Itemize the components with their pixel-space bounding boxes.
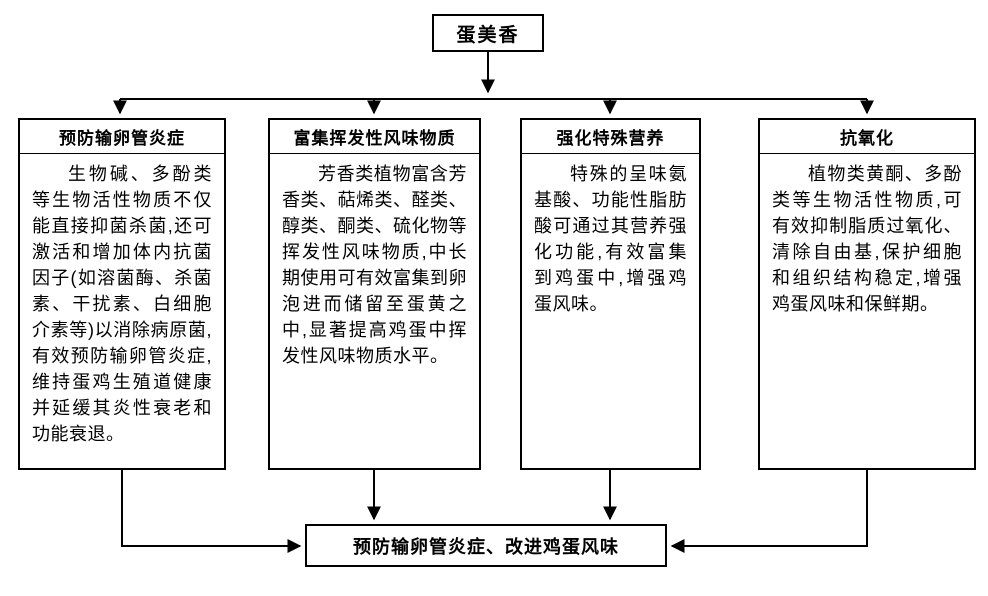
branch-body: 植物类黄酮、多酚类等生物活性物质,可有效抑制脂质过氧化、清除自由基,保护细胞和组… [772,164,962,314]
branch-box-oviduct-inflammation: 预防输卵管炎症 生物碱、多酚类等生物活性物质不仅能直接抑菌杀菌,还可激活和增加体… [18,118,226,470]
root-node: 蛋美香 [432,14,544,52]
branch-body: 芳香类植物富含芳香类、萜烯类、醛类、醇类、酮类、硫化物等挥发性风味物质,中长期使… [282,164,467,366]
branch-title: 强化特殊营养 [522,120,699,154]
branch-body: 生物碱、多酚类等生物活性物质不仅能直接抑菌杀菌,还可激活和增加体内抗菌因子(如溶… [32,164,212,444]
arrow-branch-1-to-outcome [121,470,302,553]
arrow-branch-4-to-outcome [670,470,868,553]
outcome-node-label: 预防输卵管炎症、改进鸡蛋风味 [353,536,619,557]
branch-title: 富集挥发性风味物质 [270,120,479,154]
branch-box-special-nutrition: 强化特殊营养 特殊的呈味氨基酸、功能性脂肪酸可通过其营养强化功能,有效富集到鸡蛋… [520,118,701,470]
branch-box-volatile-flavor: 富集挥发性风味物质 芳香类植物富含芳香类、萜烯类、醛类、醇类、酮类、硫化物等挥发… [268,118,481,470]
branch-title: 抗氧化 [760,120,974,154]
outcome-node: 预防输卵管炎症、改进鸡蛋风味 [305,524,667,567]
branch-box-antioxidant: 抗氧化 植物类黄酮、多酚类等生物活性物质,可有效抑制脂质过氧化、清除自由基,保护… [758,118,976,470]
branch-body: 特殊的呈味氨基酸、功能性脂肪酸可通过其营养强化功能,有效富集到鸡蛋中,增强鸡蛋风… [534,164,687,314]
root-node-label: 蛋美香 [456,24,520,46]
branch-title: 预防输卵管炎症 [20,120,224,154]
